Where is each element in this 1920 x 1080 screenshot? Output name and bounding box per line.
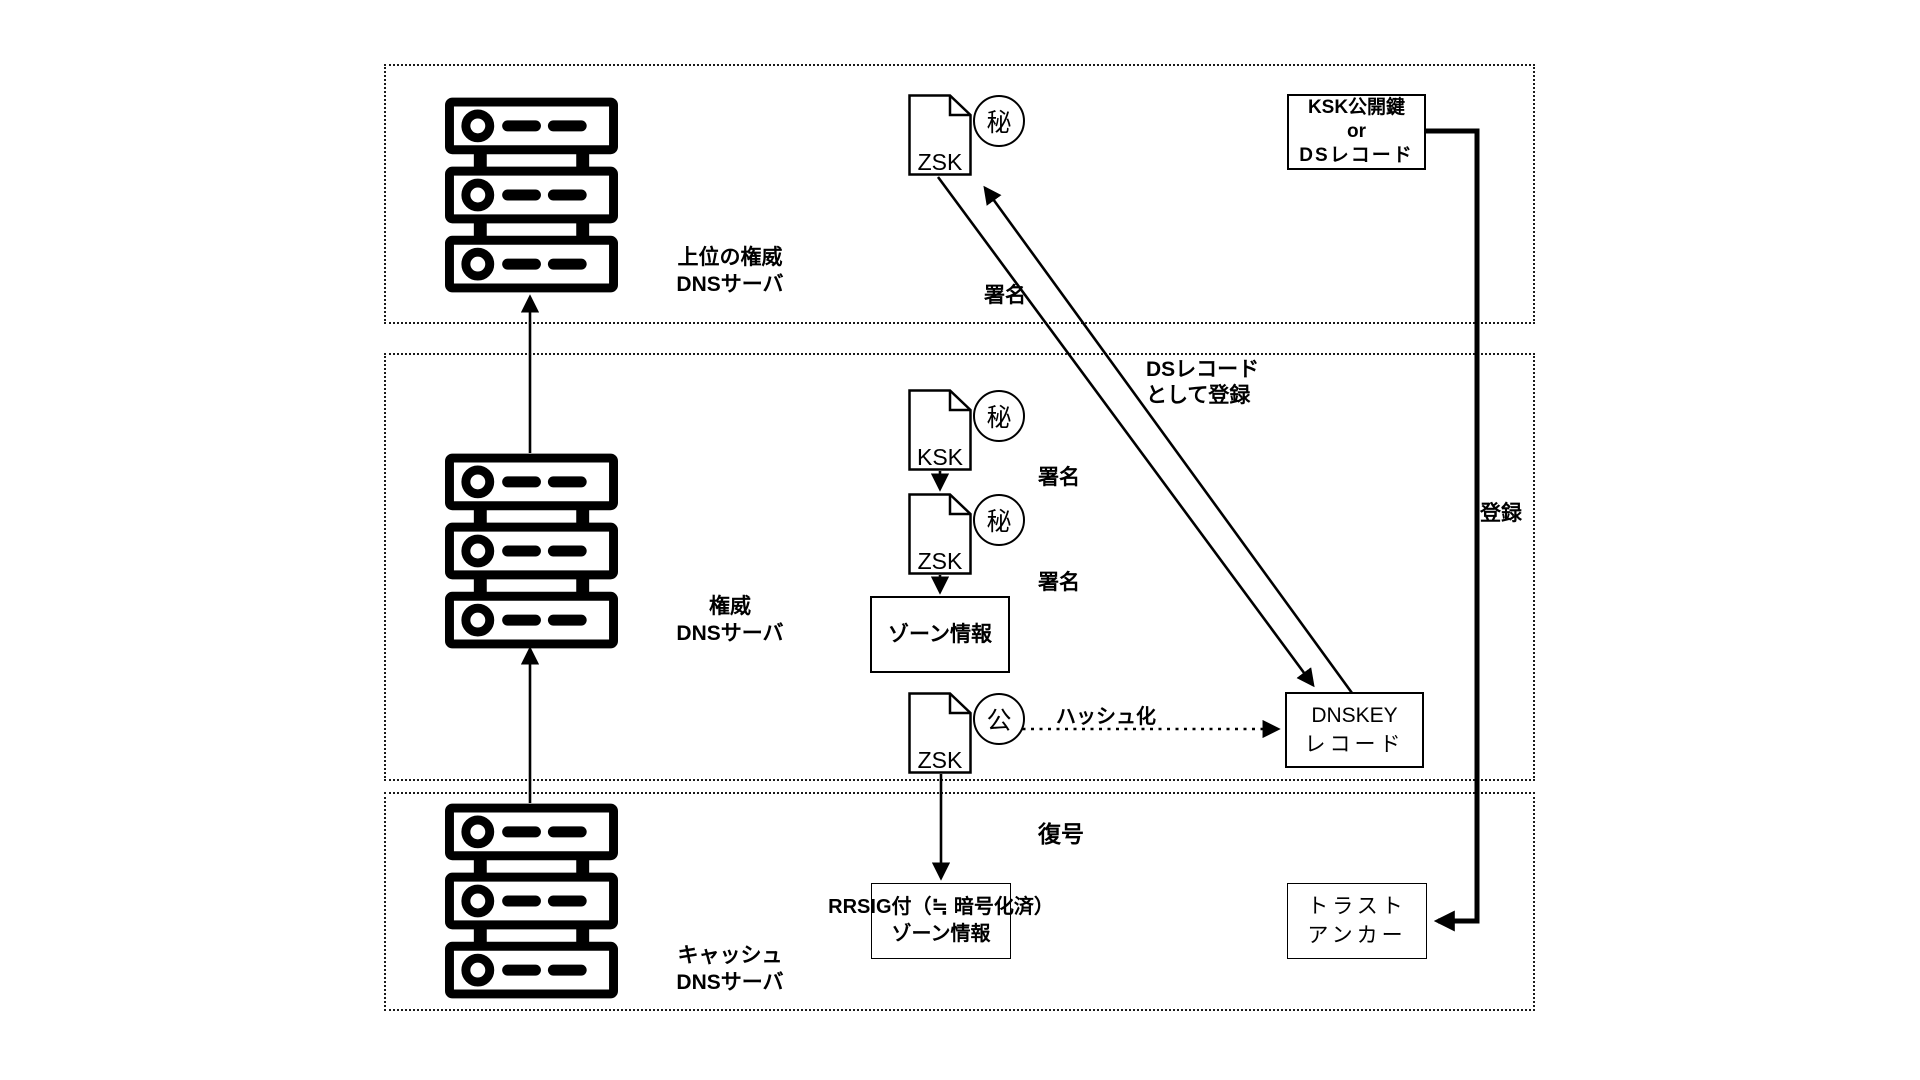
server-icon-cache [445,803,618,999]
server-icon-authoritative [445,453,618,649]
tier-label-authoritative: 権威 DNSサーバ [645,593,815,647]
document-icon [908,692,972,774]
private-key-badge: 秘 [973,95,1025,147]
arrow-sign-diagonal [936,176,1315,688]
tier-box-authoritative [384,353,1535,781]
label-ds-register: DSレコード として登録 [1146,357,1259,409]
doc-label: ZSK [917,149,963,175]
tier-box-upper-authoritative [384,64,1535,324]
label-sign-ksk: 署名 [1038,466,1080,489]
tier-label-line: 権威 [709,595,751,618]
label-ds-register-line: として登録 [1146,384,1251,407]
doc-zsk-private: ZSK 秘 [908,493,1025,575]
private-key-badge: 秘 [973,494,1025,546]
server-icon-upper-authoritative [445,97,618,293]
public-key-badge: 公 [973,693,1025,745]
box-line: RRSIG付（≒ 暗号化済） [828,896,1054,918]
private-key-badge: 秘 [973,390,1025,442]
label-sign-zsk: 署名 [1038,571,1080,594]
tier-label-cache: キャッシュ DNSサーバ [645,942,815,996]
box-line: DSレコード [1299,145,1414,166]
document-icon [908,94,972,176]
arrow-ds-register-diagonal [983,185,1354,694]
box-line: レコード [1304,733,1405,756]
label-hash: ハッシュ化 [1056,706,1156,728]
doc-label: ZSK [917,747,963,773]
document-icon [908,389,972,471]
box-line: ゾーン情報 [888,623,992,646]
box-zone-info: ゾーン情報 [870,596,1010,673]
box-line: ゾーン情報 [891,923,991,945]
box-line: トラスト [1307,895,1407,918]
box-ksk-public-or-ds: KSK公開鍵 or DSレコード [1287,94,1426,170]
doc-ksk-private: KSK 秘 [908,389,1025,471]
tier-box-cache [384,792,1535,1011]
tier-label-line: DNSサーバ [676,273,784,296]
box-line: KSK公開鍵 [1307,97,1406,118]
tier-label-line: 上位の権威 [677,246,783,269]
label-sign-upper: 署名 [984,284,1026,307]
label-register: 登録 [1480,502,1522,525]
arrow-register-trust-anchor [1426,128,1480,932]
box-trust-anchor: トラスト アンカー [1287,883,1427,959]
tier-label-line: DNSサーバ [676,971,784,994]
document-icon [908,493,972,575]
box-line: or [1347,121,1366,142]
tier-label-line: DNSサーバ [676,622,784,645]
tier-label-line: キャッシュ [677,944,783,967]
doc-zsk-public: ZSK 公 [908,692,1025,774]
box-dnskey-record: DNSKEY レコード [1285,692,1424,768]
label-decrypt: 復号 [1038,821,1084,847]
box-rrsig-zone-info: RRSIG付（≒ 暗号化済） ゾーン情報 [828,883,1054,959]
tier-label-upper-authoritative: 上位の権威 DNSサーバ [645,244,815,298]
box-line: アンカー [1307,924,1407,947]
doc-upper-zsk-private: ZSK 秘 [908,94,1025,176]
doc-label: ZSK [917,548,963,574]
label-ds-register-line: DSレコード [1146,358,1260,381]
box-line: DNSKEY [1311,704,1398,727]
doc-label: KSK [916,444,964,470]
